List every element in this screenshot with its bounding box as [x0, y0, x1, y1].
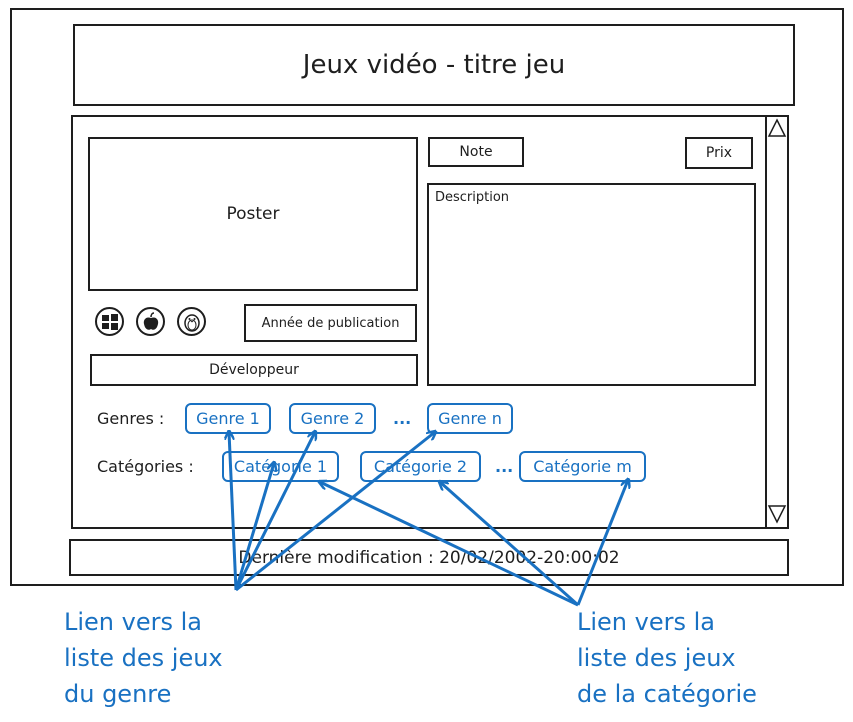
- genre-link-1[interactable]: Genre 1: [185, 403, 271, 434]
- description-box: Description: [427, 183, 756, 386]
- genre-link-n[interactable]: Genre n: [427, 403, 513, 434]
- genre-link-2[interactable]: Genre 2: [289, 403, 376, 434]
- genres-label: Genres :: [97, 409, 165, 428]
- categories-ellipsis: ...: [495, 457, 514, 476]
- rating-field: Note: [428, 137, 524, 167]
- genre-link-annotation: Lien vers la liste des jeux du genre: [64, 608, 223, 708]
- price-label: Prix: [705, 145, 733, 161]
- publication-year-label: Année de publication: [261, 315, 400, 331]
- categories-label: Catégories :: [97, 457, 194, 476]
- developer-label: Développeur: [209, 362, 299, 378]
- windows-icon: [95, 307, 124, 336]
- last-modified-text: Dernière modification : 20/02/2002-20:00…: [238, 547, 620, 568]
- poster-label: Poster: [226, 204, 280, 224]
- scrollbar[interactable]: [765, 117, 787, 527]
- scroll-up-arrow-icon[interactable]: [767, 118, 787, 138]
- page-header: Jeux vidéo - titre jeu: [73, 24, 795, 106]
- footer-bar: Dernière modification : 20/02/2002-20:00…: [69, 539, 789, 576]
- genres-ellipsis: ...: [393, 409, 412, 428]
- poster-image: Poster: [88, 137, 418, 291]
- scroll-down-arrow-icon[interactable]: [767, 504, 787, 524]
- page-title: Jeux vidéo - titre jeu: [302, 50, 566, 80]
- category-link-2[interactable]: Catégorie 2: [360, 451, 481, 482]
- category-link-1[interactable]: Catégorie 1: [222, 451, 339, 482]
- category-link-m[interactable]: Catégorie m: [519, 451, 646, 482]
- description-label: Description: [435, 190, 510, 205]
- category-link-annotation: Lien vers la liste des jeux de la catégo…: [577, 608, 757, 708]
- publication-year-field: Année de publication: [244, 304, 417, 342]
- price-field: Prix: [685, 137, 753, 169]
- apple-icon: [136, 307, 165, 336]
- rating-label: Note: [459, 144, 493, 160]
- developer-field: Développeur: [90, 354, 418, 386]
- linux-icon: [177, 307, 206, 336]
